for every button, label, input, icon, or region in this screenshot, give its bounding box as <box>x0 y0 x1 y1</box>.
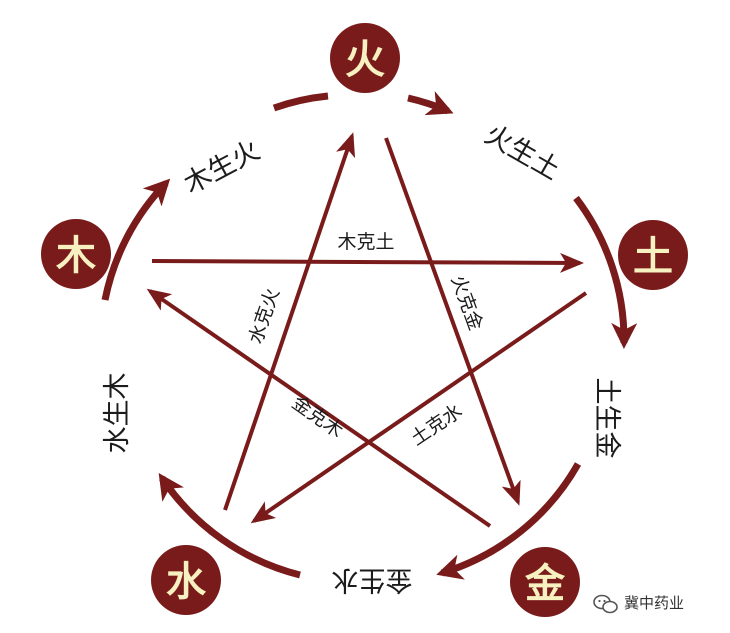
arrow-metal-to-water <box>436 462 582 580</box>
node-fire: 火 <box>330 23 400 93</box>
label-metal-controls-wood: 金克木 <box>288 392 347 443</box>
label-water-generates-wood: 水生木 <box>102 373 133 454</box>
watermark-text: 冀中药业 <box>624 594 684 612</box>
node-earth-label: 土 <box>633 234 673 280</box>
arrow-fire-to-earth <box>407 91 454 116</box>
label-wood-generates-fire: 木生火 <box>179 135 265 200</box>
node-water-label: 水 <box>166 559 207 605</box>
label-water-controls-fire: 水克火 <box>245 286 284 347</box>
watermark: 冀中药业 <box>593 594 684 614</box>
node-wood: 木 <box>41 219 111 289</box>
node-metal-label: 金 <box>524 561 566 607</box>
arrow-earth-to-metal <box>573 195 638 349</box>
arrow-fire-controls-metal <box>384 137 521 506</box>
label-fire-generates-earth: 火生土 <box>479 119 565 186</box>
label-metal-generates-water: 金生水 <box>332 564 413 595</box>
arrow-earth-controls-water <box>250 291 588 524</box>
node-wood-label: 木 <box>56 233 96 279</box>
wechat-logo-icon <box>593 594 618 614</box>
arrow-water-to-wood <box>158 473 301 579</box>
node-fire-label: 火 <box>345 37 385 83</box>
node-earth: 土 <box>618 220 688 290</box>
arrow-wood-to-fire <box>101 178 171 301</box>
arrow-metal-controls-wood <box>146 288 492 528</box>
label-wood-controls-earth: 木克土 <box>337 231 394 253</box>
arrow-water-controls-fire <box>223 132 356 511</box>
arrow-wood-controls-earth <box>151 252 584 273</box>
arc-wood-fire-upper <box>272 92 329 112</box>
node-metal: 金 <box>510 547 580 617</box>
node-water: 水 <box>151 545 221 615</box>
label-earth-generates-metal: 土生金 <box>591 378 622 459</box>
